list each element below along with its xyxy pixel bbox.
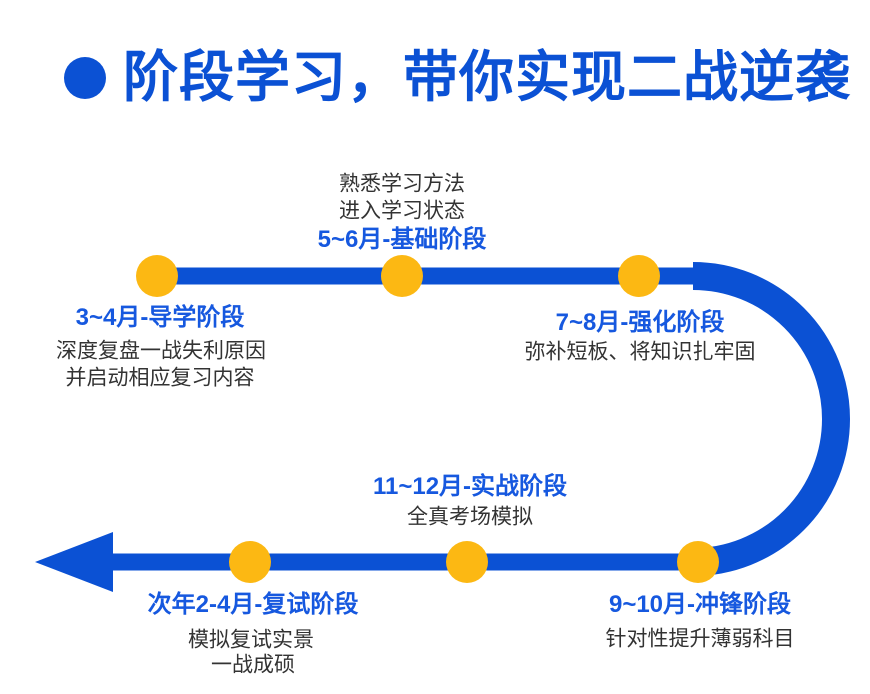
stage-6-desc-line-2: 一战成硕 — [211, 653, 295, 677]
header: 阶段学习，带你实现二战逆袭 — [64, 50, 851, 105]
timeline-dot-stage-2 — [381, 255, 423, 297]
stage-2-label: 5~6月-基础阶段 — [317, 226, 487, 253]
timeline-dot-stage-4 — [677, 541, 719, 583]
timeline-dot-stage-3 — [618, 255, 660, 297]
timeline-dot-stage-6 — [229, 541, 271, 583]
stage-3-desc-line-1: 弥补短板、将知识扎牢固 — [524, 340, 756, 364]
stage-1-desc-line-2: 并启动相应复习内容 — [65, 366, 255, 390]
stage-1-label: 3~4月-导学阶段 — [75, 304, 245, 331]
timeline-dot-stage-1 — [136, 255, 178, 297]
stage-6-label: 次年2-4月-复试阶段 — [147, 591, 359, 618]
stage-5-label: 11~12月-实战阶段 — [372, 473, 568, 500]
circle-bullet-icon — [64, 56, 106, 99]
timeline-dot-stage-5 — [446, 541, 488, 583]
timeline-right-curve — [692, 262, 850, 576]
stage-5-desc-line-1: 全真考场模拟 — [407, 505, 533, 529]
stage-2-desc-line-2: 进入学习状态 — [339, 199, 465, 223]
stage-1-desc-line-1: 深度复盘一战失利原因 — [56, 339, 266, 363]
stage-2-desc-line-1: 熟悉学习方法 — [339, 172, 465, 196]
page-title: 阶段学习，带你实现二战逆袭 — [123, 46, 852, 108]
stage-4-desc-line-1: 针对性提升薄弱科目 — [605, 627, 795, 651]
stage-3-label: 7~8月-强化阶段 — [555, 309, 725, 336]
stage-4-label: 9~10月-冲锋阶段 — [608, 591, 792, 618]
stage-6-desc-line-1: 模拟复试实景 — [188, 628, 314, 652]
arrow-left-icon — [35, 532, 113, 592]
